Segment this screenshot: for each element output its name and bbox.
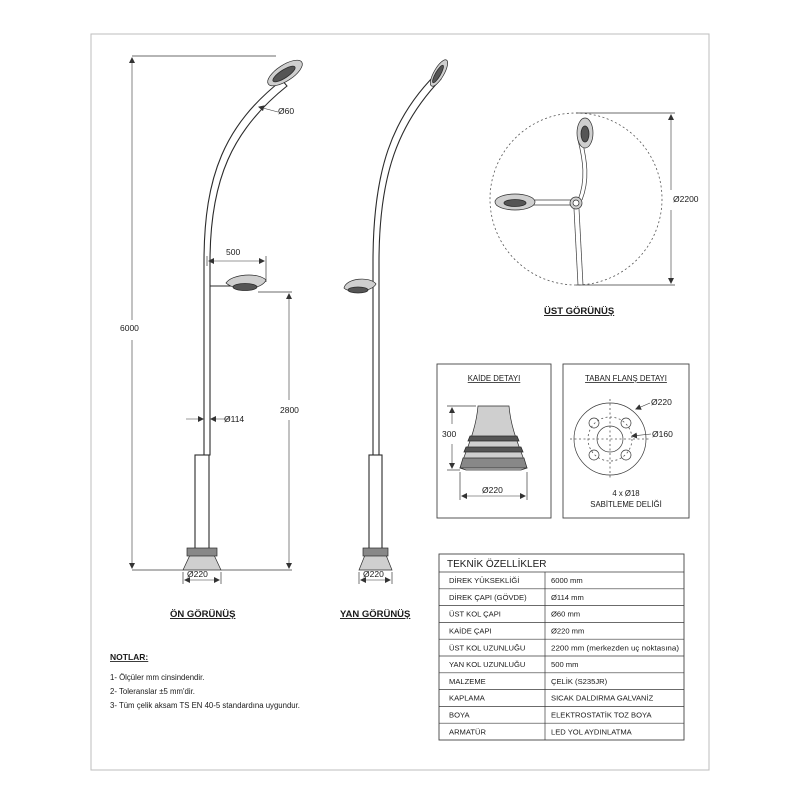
spec-row-value: Ø60 mm	[551, 610, 580, 619]
dim-body-diameter: Ø114	[224, 414, 244, 424]
spec-row-label: YAN KOL UZUNLUĞU	[449, 660, 525, 669]
top-view-reach-circle	[489, 112, 663, 286]
spec-row-value: 500 mm	[551, 660, 578, 669]
spec-row-label: MALZEME	[449, 677, 486, 686]
flange-bolt-hole	[620, 417, 632, 429]
dim-side-arm-height: 2800	[280, 405, 299, 415]
side-pole-arm	[372, 73, 442, 456]
side-pole-lower	[368, 454, 383, 556]
flange-outer-circle	[573, 402, 647, 476]
spec-row-value: 2200 mm (merkezden uç noktasına)	[551, 643, 679, 652]
dim-side-base: Ø220	[363, 569, 384, 579]
spec-row-value: Ø114 mm	[551, 593, 584, 602]
flange-bolts-caption: SABİTLEME DELİĞİ	[590, 500, 662, 509]
spec-row-value: 6000 mm	[551, 576, 583, 585]
spec-row-value: ELEKTROSTATİK TOZ BOYA	[551, 710, 653, 719]
spec-row-label: KAİDE ÇAPI	[449, 626, 492, 635]
flange-detail: TABAN FLANŞ DETAYI Ø220 Ø160 4 x Ø18 SAB…	[562, 363, 690, 519]
notes-title: NOTLAR:	[110, 652, 148, 662]
dim-total-height: 6000	[120, 323, 139, 333]
front-pole-arm	[203, 79, 288, 456]
top-view: Ø2200 ÜST GÖRÜNÜŞ	[489, 112, 699, 317]
base-detail: KAİDE DETAYI 300 Ø220	[436, 363, 552, 519]
side-side-luminaire	[343, 278, 377, 294]
side-base	[358, 554, 393, 571]
front-base	[182, 554, 222, 571]
front-view-label: ÖN GÖRÜNÜŞ	[170, 609, 235, 620]
dim-base-width: Ø220	[482, 485, 503, 495]
front-base-collar	[186, 547, 218, 557]
front-pole-lower	[194, 454, 210, 556]
notes: NOTLAR: 1- Ölçüler mm cinsindendir. 2- T…	[110, 652, 300, 710]
spec-row-value: LED YOL AYDINLATMA	[551, 727, 633, 736]
top-view-label: ÜST GÖRÜNÜŞ	[544, 306, 614, 317]
spec-row-label: ARMATÜR	[449, 727, 486, 736]
top-view-left-luminaire	[494, 193, 536, 211]
spec-row-label: KAPLAMA	[449, 694, 486, 703]
side-view: Ø220 YAN GÖRÜNÜŞ	[340, 59, 449, 620]
side-base-collar	[362, 547, 389, 557]
note-item: 2- Toleranslar ±5 mm'dir.	[110, 687, 195, 696]
top-view-upper-luminaire	[576, 117, 594, 149]
front-view: 6000 Ø60 500 Ø114 2800 Ø220 ÖN GÖRÜNÜŞ	[120, 55, 303, 620]
spec-row-value: SICAK DALDIRMA GALVANİZ	[551, 694, 654, 703]
flange-detail-box	[562, 363, 690, 519]
dim-front-base: Ø220	[187, 569, 208, 579]
front-top-luminaire	[267, 59, 303, 87]
spec-row-label: DİREK ÇAPI (GÖVDE)	[449, 593, 527, 602]
front-side-luminaire	[225, 274, 267, 291]
flange-bolt-hole	[588, 417, 600, 429]
spec-table: TEKNİK ÖZELLİKLER DİREK YÜKSEKLİĞİ 6000 m…	[438, 553, 685, 741]
dim-base-height: 300	[442, 429, 456, 439]
flange-bolt-hole	[588, 449, 600, 461]
dim-flange-bolt-circle: Ø160	[652, 429, 673, 439]
side-view-label: YAN GÖRÜNÜŞ	[340, 609, 410, 620]
dim-arm-diameter: Ø60	[278, 106, 294, 116]
dim-flange-outer: Ø220	[651, 397, 672, 407]
spec-row-value: Ø220 mm	[551, 626, 584, 635]
base-detail-title: KAİDE DETAYI	[468, 374, 521, 383]
side-top-luminaire	[429, 59, 449, 87]
spec-row-label: ÜST KOL ÇAPI	[449, 610, 501, 619]
spec-table-frame	[438, 553, 685, 741]
note-item: 1- Ölçüler mm cinsindendir.	[110, 673, 204, 682]
sheet-border	[90, 33, 710, 771]
flange-bolts: 4 x Ø18	[612, 489, 639, 498]
flange-detail-title: TABAN FLANŞ DETAYI	[585, 374, 667, 383]
note-item: 3- Tüm çelik aksam TS EN 40-5 standardın…	[110, 701, 300, 710]
spec-table-title: TEKNİK ÖZELLİKLER	[447, 557, 546, 570]
spec-row-value: ÇELİK (S235JR)	[551, 677, 608, 686]
spec-row-label: BOYA	[449, 710, 470, 719]
spec-row-label: ÜST KOL UZUNLUĞU	[449, 643, 525, 652]
flange-bolt-hole	[620, 449, 632, 461]
dim-top-reach: Ø2200	[673, 194, 699, 204]
spec-row-label: DİREK YÜKSEKLİĞİ	[449, 576, 519, 585]
dim-side-arm-length: 500	[226, 247, 240, 257]
